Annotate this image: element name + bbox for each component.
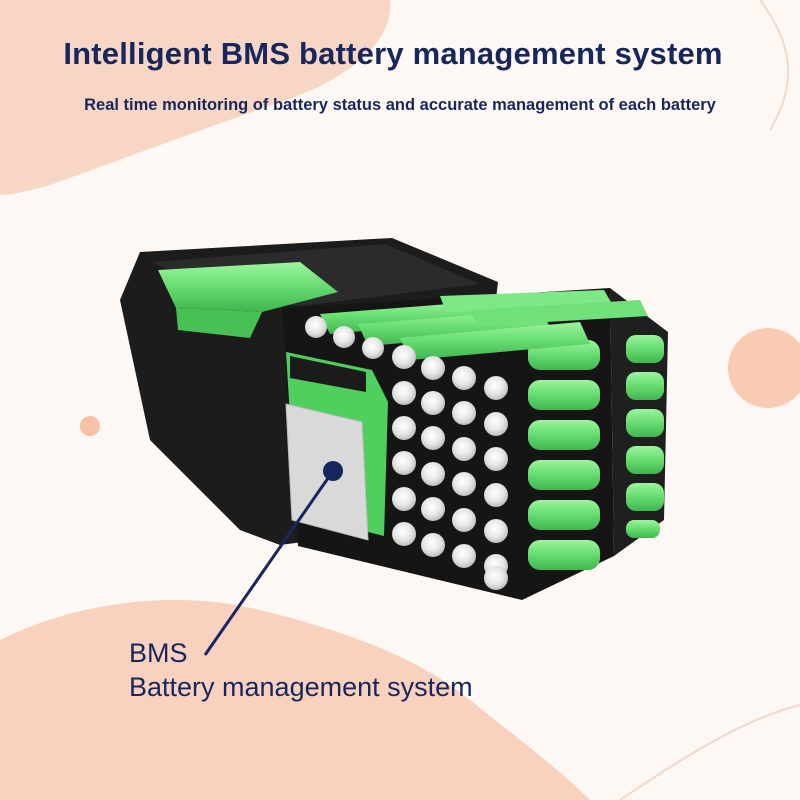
top-green-panel [158, 262, 338, 312]
cell-ends [305, 316, 508, 590]
top-left-peach-blob [0, 0, 391, 195]
page-subtitle: Real time monitoring of battery status a… [84, 96, 716, 114]
right-peach-circle [728, 328, 800, 408]
callout-line-1: BMS [129, 638, 188, 668]
top-green-panel-edge [176, 308, 262, 338]
callout-line-2: Battery management system [129, 672, 473, 702]
bottom-right-swoosh [619, 704, 800, 800]
side-cell-rows [528, 335, 664, 570]
top-cell-rows [320, 290, 648, 360]
bms-bracket-slot [290, 356, 366, 392]
page-title: Intelligent BMS battery management syste… [63, 36, 723, 71]
bottom-peach-blob [0, 600, 590, 800]
top-right-swoosh [759, 0, 790, 131]
callout-line [203, 470, 335, 656]
bms-callout-label: BMS Battery management system [129, 636, 473, 704]
bottom-left-swoosh [0, 689, 91, 771]
left-peach-dot [80, 416, 100, 436]
